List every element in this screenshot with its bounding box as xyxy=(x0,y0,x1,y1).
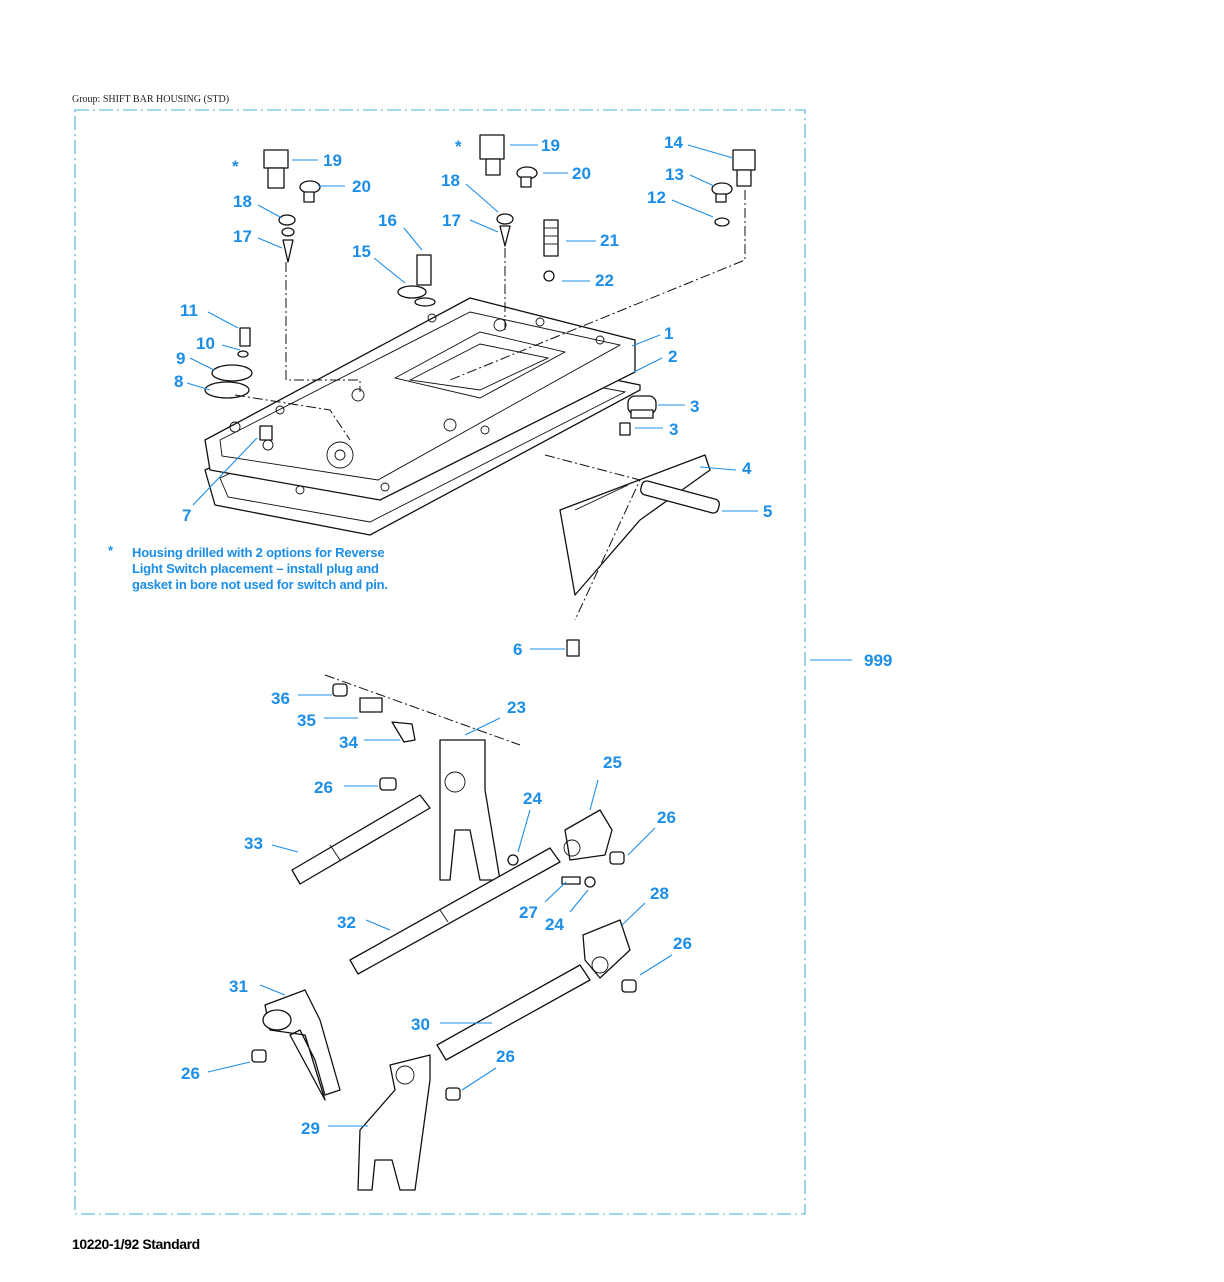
callout-17-center: 17 xyxy=(442,211,461,230)
block-part-25 xyxy=(563,809,613,861)
callout-14: 14 xyxy=(664,133,683,152)
callout-26-c: 26 xyxy=(673,934,692,953)
callout-3-cap: 3 xyxy=(690,397,699,416)
callout-20-center: 20 xyxy=(572,164,591,183)
switch-part-19-center xyxy=(479,134,538,247)
callout-13: 13 xyxy=(665,165,684,184)
asterisk-left: * xyxy=(232,157,239,176)
fork-part-31 xyxy=(262,989,341,1101)
callout-9: 9 xyxy=(176,349,185,368)
callout-11: 11 xyxy=(180,301,198,320)
group-caption: Group: SHIFT BAR HOUSING (STD) xyxy=(72,94,230,105)
cover-parts-8-11 xyxy=(204,327,253,399)
callout-26-b: 26 xyxy=(657,808,676,827)
switch-part-19-left xyxy=(263,149,321,263)
pin-part-27 xyxy=(561,876,596,888)
note-text: Housing drilled with 2 options for Rever… xyxy=(132,545,388,592)
callout-23: 23 xyxy=(507,698,526,717)
callout-5: 5 xyxy=(763,502,772,521)
leader-lines xyxy=(186,144,758,1127)
centerline-upper-2 xyxy=(449,190,746,381)
callout-18-left: 18 xyxy=(233,192,252,211)
callout-10: 10 xyxy=(196,334,215,353)
nut-part-36 xyxy=(332,683,348,697)
note-asterisk: * xyxy=(108,543,113,558)
rod-part-5 xyxy=(640,480,720,514)
callout-24-top: 24 xyxy=(523,789,542,808)
callout-33: 33 xyxy=(244,834,263,853)
callout-15: 15 xyxy=(352,242,371,261)
callout-26-d: 26 xyxy=(181,1064,200,1083)
callout-28: 28 xyxy=(650,884,669,903)
callout-25: 25 xyxy=(603,753,622,772)
callout-22: 22 xyxy=(595,271,614,290)
callout-27: 27 xyxy=(519,903,538,922)
callout-18-center: 18 xyxy=(441,171,460,190)
callout-20-left: 20 xyxy=(352,177,371,196)
ball-part-24 xyxy=(507,854,519,866)
block-part-28 xyxy=(582,919,631,979)
centerline-rail-top xyxy=(324,674,521,746)
plunger-part-34 xyxy=(391,721,416,743)
callout-30: 30 xyxy=(411,1015,430,1034)
spring-part-35 xyxy=(359,697,383,713)
fork-part-29 xyxy=(357,1054,431,1191)
callout-8: 8 xyxy=(174,372,183,391)
callout-29: 29 xyxy=(301,1119,320,1138)
guard-part-4 xyxy=(559,454,711,596)
rail-part-32 xyxy=(349,847,561,975)
plug-part-7 xyxy=(259,425,273,441)
centerline-upper-1 xyxy=(285,262,361,392)
document-footer: 10220-1/92 Standard xyxy=(72,1236,200,1252)
callout-2: 2 xyxy=(668,347,677,366)
callout-6: 6 xyxy=(513,640,522,659)
bolt-part-6 xyxy=(566,639,580,657)
callout-31: 31 xyxy=(229,977,248,996)
callout-7: 7 xyxy=(182,506,191,525)
callout-4: 4 xyxy=(742,459,752,478)
asterisk-center: * xyxy=(455,137,462,156)
setscrew-part-26-e xyxy=(445,1087,461,1101)
callout-24-bottom: 24 xyxy=(545,915,564,934)
centerline-guard xyxy=(544,454,641,621)
callout-3-plug: 3 xyxy=(669,420,678,439)
callout-32: 32 xyxy=(337,913,356,932)
callout-999: 999 xyxy=(864,651,892,670)
centerline-upper-4 xyxy=(234,394,351,441)
fork-part-23 xyxy=(439,739,501,881)
rail-part-30 xyxy=(436,964,591,1061)
plug-part-3 xyxy=(619,395,657,436)
callout-1: 1 xyxy=(664,324,673,343)
callout-26-e: 26 xyxy=(496,1047,515,1066)
switch-part-14 xyxy=(711,149,756,227)
callout-21: 21 xyxy=(600,231,619,250)
setscrew-part-26-d xyxy=(251,1049,267,1063)
spring-part-21 xyxy=(543,219,559,282)
callout-34: 34 xyxy=(339,733,358,752)
setscrew-part-26-c xyxy=(621,979,637,993)
callout-12: 12 xyxy=(647,188,666,207)
callout-17-left: 17 xyxy=(233,227,252,246)
callout-26-a: 26 xyxy=(314,778,333,797)
assembly-frame xyxy=(74,109,806,1215)
bolt-part-16 xyxy=(397,254,436,307)
callout-19-left: 19 xyxy=(323,151,342,170)
setscrew-part-26-b xyxy=(609,851,625,865)
callout-19-center: 19 xyxy=(541,136,560,155)
callout-36: 36 xyxy=(271,689,290,708)
setscrew-part-26-a xyxy=(379,777,397,791)
callout-16: 16 xyxy=(378,211,397,230)
housing-part-1 xyxy=(204,297,636,501)
rail-part-33 xyxy=(291,794,431,885)
callout-35: 35 xyxy=(297,711,316,730)
